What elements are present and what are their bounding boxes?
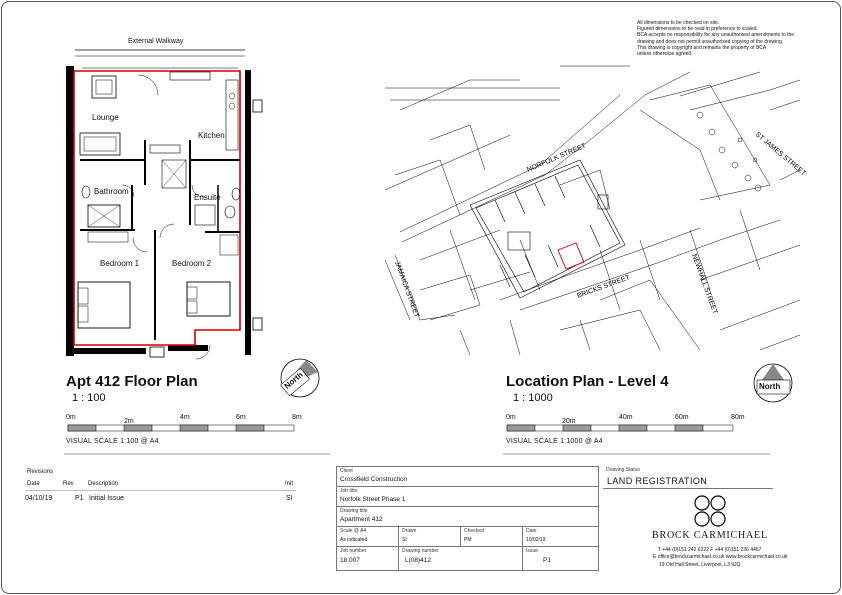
rev-row-rev: P1 [75,495,84,502]
date-value: 10/02/19 [526,537,546,543]
job-title-label: Job title [340,488,358,494]
scale-tick: 4m [180,414,190,421]
job-number-value: 18.007 [340,557,360,564]
job-title-value: Norfolk Street Phase 1 [340,496,406,503]
drawing-title-cell: Drawing title Apartment 412 [337,507,599,527]
room-lounge: Lounge [92,113,119,122]
scale-tick: 0m [506,414,516,421]
note-line: unless otherwise agreed. [637,51,693,58]
note-line: BCA accepts no responsibility for any un… [637,32,795,39]
room-bathroom: Bathroom [94,187,129,196]
drawing-number-value: L(08)412 [405,557,432,564]
client-value: Crossfield Construction [340,476,408,483]
revisions-divider [26,490,296,491]
scale-tick: 6m [236,414,246,421]
client-cell: Client Crossfield Construction [337,467,599,487]
street-newhall: NEWHALL STREET [690,253,718,315]
scale-tick: 60m [675,414,689,421]
scale-value: As indicated [340,537,368,543]
north-arrow-floor [280,358,320,398]
room-bedroom-1: Bedroom 1 [100,259,140,268]
note-line: This drawing is copyright and remains th… [637,44,767,51]
drawing-title-label: Drawing title [340,508,368,514]
room-walkway: External Walkway [128,38,184,45]
location-plan-title: Location Plan - Level 4 [506,373,669,390]
status-label: Drawing Status [606,467,640,473]
job-title-cell: Job title Norfolk Street Phase 1 [337,487,599,507]
floor-scale-caption: VISUAL SCALE 1:100 @ A4 [66,438,159,445]
client-label: Client [340,468,353,474]
general-notes: All dimensions to be checked on site. Fi… [637,20,832,57]
north-label-location: North [759,382,781,391]
rev-row-init: SI [286,495,293,502]
scale-tick: 8m [292,414,302,421]
rev-col-rev: Rev [63,481,74,487]
note-line: Figured dimensions to be read in prefere… [637,26,758,33]
drawing-status: Drawing Status LAND REGISTRATION [603,466,773,489]
scale-tick: 0m [66,414,76,421]
date-cell: Date 10/02/19 [523,527,599,547]
date-label: Date [526,528,537,534]
room-ensuite: Ensuite [194,193,221,202]
title-block: Client Crossfield Construction Job title… [336,466,599,571]
note-line: drawing and does not permit unauthorised… [637,38,784,45]
scale-tick: 20m [562,418,576,425]
company-email: E office@brockcarmichael.co.uk www.brock… [653,554,788,560]
issue-label: Issue [526,548,538,554]
scale-tick: 40m [619,414,633,421]
company-name: BROCK CARMICHAEL [652,530,768,541]
issue-cell: Issue P1 [523,547,599,571]
drawn-cell: Drawn SI [399,527,461,547]
rev-col-init: Init [285,481,294,487]
location-scale-caption: VISUAL SCALE 1:1000 @ A4 [506,438,603,445]
floor-plan-title: Apt 412 Floor Plan [66,373,198,390]
room-bedroom-2: Bedroom 2 [172,259,212,268]
rev-row-description: Initial Issue [89,495,125,502]
floor-plan-scale: 1 : 100 [72,392,106,404]
rev-col-date: Date [27,481,40,487]
company-address: 19 Old Hall Street, Liverpool, L3 9JQ [659,562,741,568]
checked-value: PM [464,537,472,543]
status-value: LAND REGISTRATION [607,476,708,486]
issue-value: P1 [543,557,551,564]
job-number-label: Job number [340,548,367,554]
drawing-number-cell: Drawing number L(08)412 [399,547,523,571]
scale-label: Scale @ A4 [340,528,367,534]
street-bricks: BRICKS STREET [576,274,631,300]
location-plan-scale: 1 : 1000 [513,392,553,404]
company-logo [694,495,726,527]
rev-row-date: 04/10/19 [25,495,53,502]
revisions-heading: Revisions [27,469,54,475]
scale-tick: 80m [731,414,745,421]
note-line: All dimensions to be checked on site. [637,20,720,26]
scale-cell: Scale @ A4 As indicated [337,527,399,547]
checked-label: Checked [464,528,484,534]
drawing-number-label: Drawing number [402,548,439,554]
room-kitchen: Kitchen [198,131,225,140]
company-phone: T +44 (0)151 242 6222 F +44 (0)151 236 4… [658,547,762,553]
job-number-cell: Job number 18.007 [337,547,399,571]
drawing-title-value: Apartment 412 [340,516,383,523]
scale-tick: 2m [124,418,134,425]
checked-cell: Checked PM [461,527,523,547]
drawn-value: SI [402,537,407,543]
north-arrow-location [753,363,793,403]
rev-col-description: Description [88,481,119,487]
drawn-label: Drawn [402,528,417,534]
